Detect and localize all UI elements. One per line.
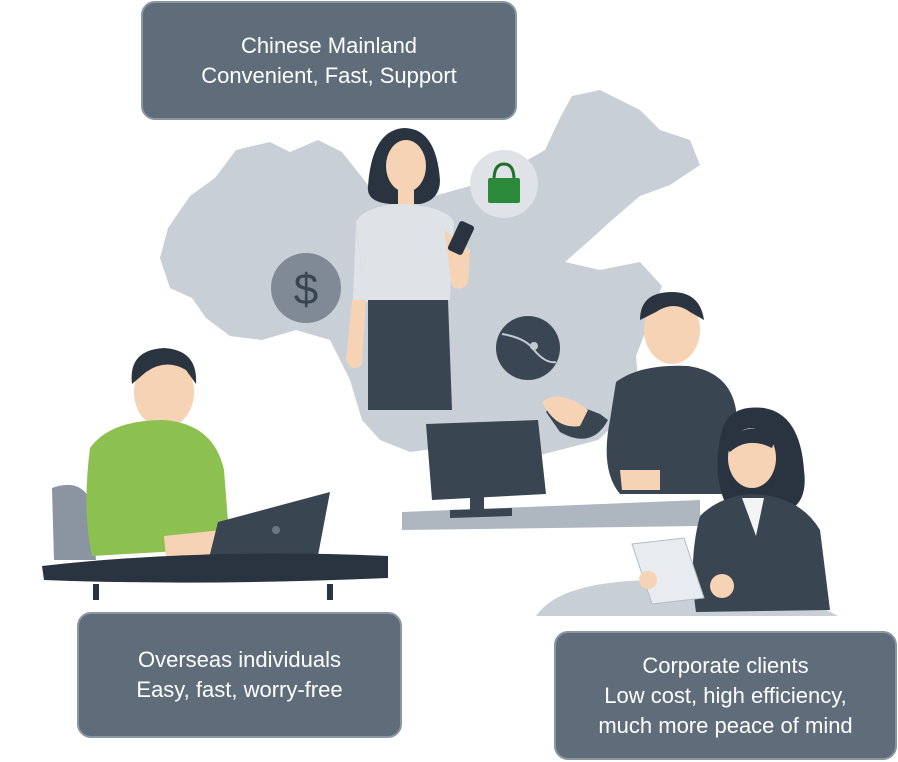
- route-globe-icon: [496, 316, 560, 380]
- callout-subtitle: Convenient, Fast, Support: [201, 62, 457, 88]
- callout-subtitle-2: much more peace of mind: [598, 712, 853, 738]
- businesswoman: [536, 407, 838, 616]
- callout-overseas-individuals: Overseas individuals Easy, fast, worry-f…: [77, 612, 402, 738]
- office-desk: [402, 500, 700, 530]
- callout-chinese-mainland: Chinese Mainland Convenient, Fast, Suppo…: [141, 1, 517, 120]
- laptop-man: [52, 348, 330, 570]
- callout-title: Overseas individuals: [138, 647, 341, 672]
- callout-subtitle: Easy, fast, worry-free: [136, 677, 343, 702]
- callout-subtitle: Low cost, high efficiency,: [604, 682, 847, 708]
- callout-title: Corporate clients: [642, 652, 809, 678]
- standing-woman: [346, 128, 475, 410]
- svg-text:$: $: [294, 265, 318, 314]
- presenting-man: [542, 292, 736, 494]
- shopping-bag-icon: [470, 150, 538, 218]
- front-desk: [42, 553, 388, 600]
- monitor: [426, 420, 546, 518]
- callout-title: Chinese Mainland: [240, 32, 418, 58]
- dollar-coin-icon: $: [271, 253, 341, 323]
- callout-corporate-clients: Corporate clients Low cost, high efficie…: [554, 631, 897, 760]
